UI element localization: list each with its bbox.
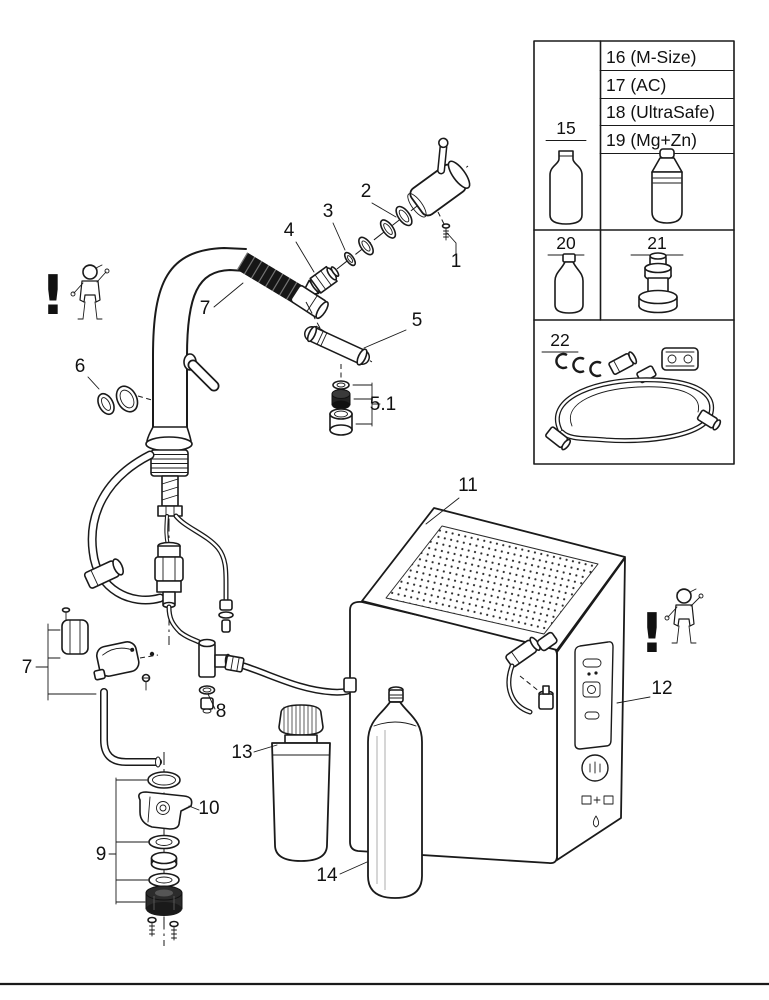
- callout-2: 2: [361, 181, 372, 202]
- legend-cell-21: 21: [630, 233, 684, 314]
- washer-part: [358, 236, 374, 256]
- legend-row-17: 17 (AC): [606, 75, 666, 95]
- hose-end-fitting: [83, 558, 125, 589]
- panel-led-b: [594, 671, 598, 675]
- mounting-stack: 10: [96, 752, 220, 946]
- cooler-vent-dots: [385, 525, 599, 635]
- callout-11: 11: [458, 475, 478, 496]
- hose-loop-bottom: [100, 688, 162, 768]
- callout-4: 4: [284, 220, 295, 241]
- adapter-icon: [638, 252, 678, 314]
- check-valve: [154, 541, 184, 609]
- tee-washer: [198, 685, 216, 714]
- exclamation-icon: !: [41, 264, 66, 327]
- hose-nut: [224, 654, 245, 673]
- callout-5: 5: [412, 310, 423, 331]
- clamp-icon: [661, 347, 699, 371]
- legend-row-18: 18 (UltraSafe): [606, 102, 715, 122]
- tee-fitting-group: 8: [198, 638, 362, 722]
- filter-cartridge-icon: [651, 148, 683, 224]
- o-ring-large: [147, 771, 181, 789]
- legend-cell-22: 22: [541, 330, 722, 451]
- installer-figure-icon: [664, 588, 704, 644]
- panel-button-square: [582, 681, 601, 698]
- co2-bottle: 14: [316, 686, 423, 899]
- callout-7-spout: 7: [200, 298, 211, 319]
- spout-hose: [236, 252, 308, 306]
- washer-flat-a: [148, 834, 180, 850]
- threaded-shank: [157, 475, 183, 517]
- dial-button: [581, 754, 609, 782]
- legend-label-22: 22: [550, 330, 569, 350]
- mixer-lever: [183, 353, 220, 392]
- tiny-screw: [141, 673, 151, 691]
- warning-mark-left: !: [41, 264, 110, 327]
- drop-icon: [592, 815, 600, 828]
- rear-fittings: [505, 631, 558, 715]
- exploded-sprayhead-parts: 1 2 3 4: [284, 137, 471, 299]
- legend-cell-20: 20: [547, 233, 585, 314]
- flange-nut-dark: [145, 885, 183, 916]
- escutcheon-rings: 6: [75, 356, 153, 416]
- legend-label-15: 15: [556, 118, 575, 138]
- callout-5-1: 5.1: [370, 394, 396, 415]
- sleeve-cup: [329, 408, 353, 436]
- panel-button-small: [584, 711, 600, 720]
- legend-cell-15: 15: [545, 118, 587, 225]
- installer-figure-icon: [70, 264, 110, 320]
- legend-row-16: 16 (M-Size): [606, 47, 696, 67]
- nut-dark: [331, 389, 351, 410]
- callout-8: 8: [216, 701, 227, 722]
- mounting-screws: [147, 916, 179, 941]
- washer-small: [332, 380, 350, 390]
- control-panel: [574, 641, 614, 750]
- hose-part-5: 5 5.1: [304, 301, 423, 436]
- co2-bottle-icon: [554, 253, 584, 314]
- o-ring-part-b: [395, 205, 413, 227]
- legend-label-21: 21: [647, 233, 666, 253]
- callout-6: 6: [75, 356, 86, 377]
- spacer-ring: [150, 851, 178, 871]
- small-screw-part: [437, 211, 451, 241]
- seal-ring-part: [343, 251, 357, 267]
- callout-1: 1: [451, 251, 462, 272]
- hose-loop-left: [87, 450, 165, 605]
- legend-row-19: 19 (Mg+Zn): [606, 130, 697, 150]
- tee-fitting: [198, 638, 232, 678]
- washer-flat-b: [148, 872, 180, 888]
- faucet-assembly: 7: [83, 247, 329, 647]
- callout-9: 9: [96, 844, 107, 865]
- hose-connectors-right: [218, 599, 234, 633]
- callout-13: 13: [231, 742, 252, 763]
- bellows-section: [150, 449, 189, 477]
- retaining-clips-icon: [555, 352, 602, 378]
- hose-coil-icon: [545, 377, 722, 451]
- callout-3: 3: [323, 201, 334, 222]
- panel-indicator: [582, 658, 602, 668]
- legend-box: 16 (M-Size) 17 (AC) 18 (UltraSafe) 19 (M…: [533, 40, 735, 465]
- mounting-parts: 7: [22, 607, 162, 768]
- o-ring-part-a: [379, 219, 397, 239]
- hose-inlet-connector: [343, 677, 357, 693]
- legend-filter-variants: 16 (M-Size) 17 (AC) 18 (UltraSafe) 19 (M…: [599, 47, 735, 224]
- legend-label-20: 20: [556, 233, 576, 253]
- panel-led-a: [587, 672, 591, 676]
- sprayhead-body-part: [407, 137, 471, 218]
- warning-mark-right: !: [640, 588, 704, 665]
- small-bottle-icon: [549, 150, 583, 225]
- spout-tip: [290, 285, 329, 320]
- cooler-unit: 11 12: [343, 475, 673, 865]
- callout-10: 10: [198, 798, 219, 819]
- filter-size-glyphs: [581, 795, 614, 828]
- callout-7-mount: 7: [22, 657, 33, 678]
- filter-cartridge: 13: [231, 704, 331, 862]
- callout-12: 12: [651, 678, 672, 699]
- wall-holder-part: [61, 607, 89, 655]
- callout-14: 14: [316, 865, 338, 886]
- holder-bracket-part: [138, 791, 193, 830]
- filter-head-part: [93, 641, 140, 681]
- exclamation-icon: !: [640, 602, 665, 665]
